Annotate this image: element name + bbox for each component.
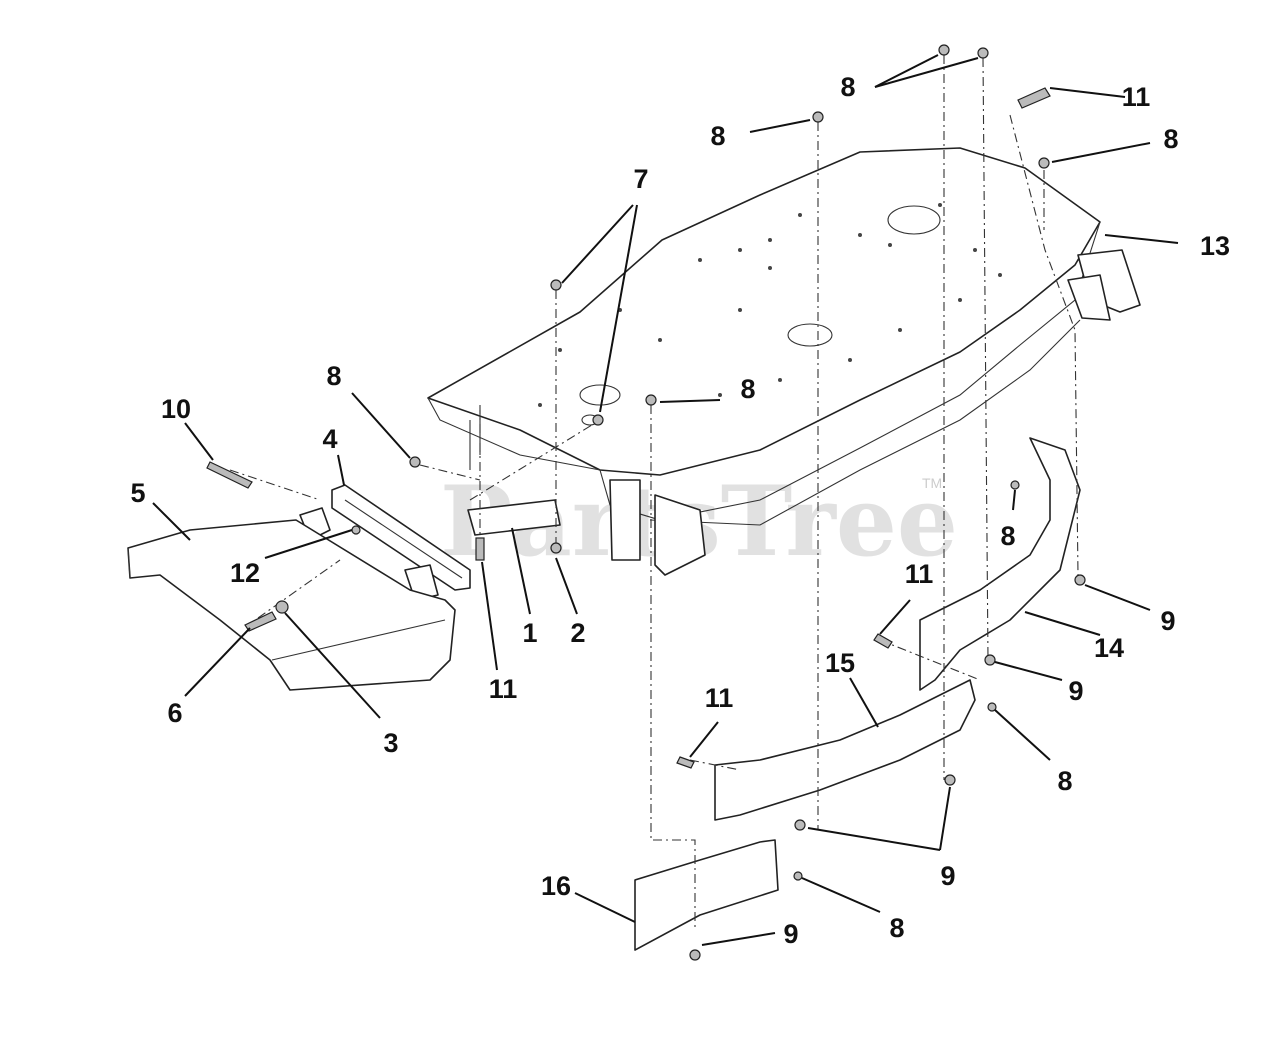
callout-4: 4 <box>322 424 337 454</box>
callout-14: 14 <box>1094 633 1124 663</box>
callout-6: 6 <box>167 698 182 728</box>
rear-baffles <box>634 437 1081 951</box>
callout-1: 1 <box>522 618 537 648</box>
callout-8-middle: 8 <box>740 374 755 404</box>
baffle-block <box>467 499 561 536</box>
left-hitch-assembly <box>127 484 471 691</box>
callout-9-lower: 9 <box>940 861 955 891</box>
callout-12: 12 <box>230 558 260 588</box>
deck-holes <box>538 203 1002 407</box>
callout-8-top: 8 <box>840 72 855 102</box>
callout-15: 15 <box>825 648 855 678</box>
callout-9-middle-right: 9 <box>1068 676 1083 706</box>
callout-9-right: 9 <box>1160 606 1175 636</box>
callout-9-bottom: 9 <box>783 919 798 949</box>
leader-lines <box>152 54 1179 946</box>
callout-5: 5 <box>130 478 145 508</box>
callout-11-lower: 11 <box>705 683 734 713</box>
callout-8-upper-left: 8 <box>710 121 725 151</box>
callout-11-top-right: 11 <box>1122 82 1151 112</box>
callout-13: 13 <box>1200 231 1230 261</box>
assembly-lines <box>229 55 1079 930</box>
callout-labels: 1 2 3 4 5 6 7 8 8 8 8 8 8 8 8 9 9 9 9 10… <box>130 72 1230 949</box>
callout-11-left: 11 <box>489 674 518 704</box>
callout-8-left: 8 <box>326 361 341 391</box>
callout-8-upper-right: 8 <box>1163 124 1178 154</box>
callout-10: 10 <box>161 394 191 424</box>
callout-16: 16 <box>541 871 571 901</box>
callout-3: 3 <box>383 728 398 758</box>
callout-8-bottom: 8 <box>889 913 904 943</box>
hardware <box>206 44 1086 961</box>
deck-top-plate <box>427 147 1141 576</box>
watermark-mark: TM <box>922 475 942 491</box>
callout-8-lower-right: 8 <box>1057 766 1072 796</box>
callout-7: 7 <box>633 164 648 194</box>
callout-11-right: 11 <box>905 559 934 589</box>
callout-2: 2 <box>570 618 585 648</box>
callout-8-right: 8 <box>1000 521 1015 551</box>
